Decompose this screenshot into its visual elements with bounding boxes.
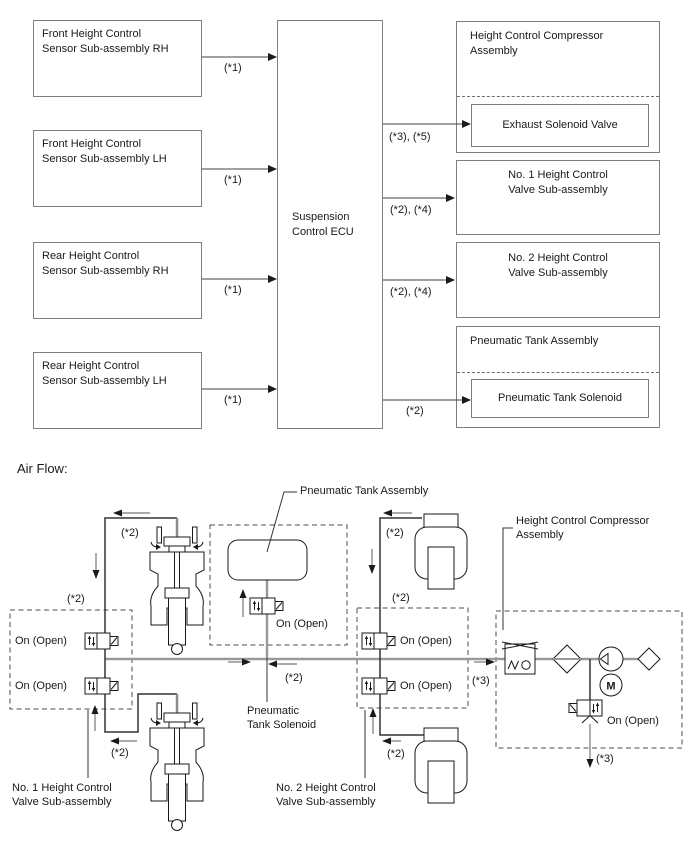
sensor-box-rear-lh: Rear Height Control Sensor Sub-assembly … (33, 352, 202, 429)
compressor-leader (502, 527, 513, 630)
flow-note2-a: (*2) (121, 527, 139, 539)
valve2-dashed-box (356, 607, 469, 709)
valve1-top-state: On (Open) (15, 635, 67, 647)
tank-solenoid-valve (249, 597, 284, 615)
air-flow-heading: Air Flow: (17, 461, 68, 476)
sensor-wire-arrowheads (268, 53, 277, 393)
flow-note3-a: (*3) (472, 675, 490, 687)
sensor-box-front-rh: Front Height Control Sensor Sub-assembly… (33, 20, 202, 97)
front-strut-upper (148, 516, 206, 656)
motor-symbol (599, 673, 623, 697)
flow-note2-e: (*2) (392, 592, 410, 604)
valve1-top-solenoid (84, 632, 119, 650)
valve1-box-label: No. 1 Height Control Valve Sub-assembly (508, 169, 608, 196)
wire-label-tank: (*2) (406, 405, 424, 417)
valve1-callout: No. 1 Height Control Valve Sub-assembly (12, 782, 112, 809)
tank-assembly-callout: Pneumatic Tank Assembly (300, 485, 429, 497)
callout-leader-lines (87, 491, 513, 778)
flow-note2-b: (*2) (67, 593, 85, 605)
wire-label-sensor-3: (*1) (224, 284, 242, 296)
exhaust-port-mark (581, 714, 599, 724)
valve1-bottom-state: On (Open) (15, 680, 67, 692)
valve2-box: No. 2 Height Control Valve Sub-assembly (456, 242, 660, 318)
sensor-box-rear-rh-label: Rear Height Control Sensor Sub-assembly … (42, 250, 169, 277)
valve2-callout: No. 2 Height Control Valve Sub-assembly (276, 782, 376, 809)
valve2-top-solenoid (361, 632, 396, 650)
ecu-wire-arrowheads (446, 120, 471, 404)
valve2-box-label: No. 2 Height Control Valve Sub-assembly (508, 252, 608, 279)
wire-label-valve2: (*2), (*4) (390, 286, 432, 298)
branch-pipes (104, 517, 591, 736)
flow-note2-c: (*2) (111, 747, 129, 759)
exhaust-solenoid-state: On (Open) (607, 715, 659, 727)
tank-dashed-box (209, 524, 348, 646)
valve1-box: No. 1 Height Control Valve Sub-assembly (456, 160, 660, 235)
intake-diamond (637, 647, 661, 671)
sensor-box-rear-lh-label: Rear Height Control Sensor Sub-assembly … (42, 360, 167, 387)
valve2-bottom-solenoid (361, 677, 396, 695)
valve2-top-state: On (Open) (400, 635, 452, 647)
wire-label-sensor-1: (*1) (224, 62, 242, 74)
flow-note2-g: (*2) (285, 672, 303, 684)
compressor-callout: Height Control Compressor Assembly (516, 515, 650, 542)
flow-arrowheads (91, 509, 594, 768)
compressor-assembly-title: Height Control Compressor Assembly (470, 30, 604, 57)
flow-note2-f: (*2) (387, 748, 405, 760)
sensor-box-front-lh: Front Height Control Sensor Sub-assembly… (33, 130, 202, 207)
tank-assembly-title: Pneumatic Tank Assembly (470, 335, 599, 347)
dryer-symbol (504, 643, 536, 675)
tank-leader (266, 491, 297, 553)
valve1-bottom-solenoid (84, 677, 119, 695)
ecu-label: Suspension Control ECU (292, 210, 354, 238)
ecu-box: Suspension Control ECU (277, 20, 383, 429)
flow-note2-d: (*2) (386, 527, 404, 539)
flow-arrows (94, 512, 591, 760)
ecu-output-wires (383, 123, 462, 401)
pneumatic-tank-solenoid-box: Pneumatic Tank Solenoid (471, 379, 649, 418)
tank-solenoid-callout: Pneumatic Tank Solenoid (247, 705, 317, 732)
pump-symbol (598, 646, 624, 672)
compressor-internals: M (501, 641, 661, 724)
wire-label-exhaust: (*3), (*5) (389, 131, 431, 143)
sensor-box-rear-rh: Rear Height Control Sensor Sub-assembly … (33, 242, 202, 319)
flow-note3-b: (*3) (596, 753, 614, 765)
exhaust-solenoid-valve-box: Exhaust Solenoid Valve (471, 104, 649, 147)
valve2-bottom-state: On (Open) (400, 680, 452, 692)
valve1-branch-pipe (104, 517, 177, 733)
rear-spring-lower (414, 727, 468, 804)
exhaust-solenoid-valve-label: Exhaust Solenoid Valve (502, 119, 618, 132)
valve2-branch-pipe (379, 517, 424, 736)
front-strut-lower (148, 692, 206, 832)
tank-dashed-separator (457, 372, 659, 373)
pneumatic-tank-solenoid-label: Pneumatic Tank Solenoid (498, 392, 622, 405)
sensor-box-front-rh-label: Front Height Control Sensor Sub-assembly… (42, 28, 169, 55)
sensor-to-ecu-wires (202, 56, 268, 390)
rear-spring-upper (414, 513, 468, 590)
motor-letter: M (606, 681, 615, 693)
wire-label-sensor-4: (*1) (224, 394, 242, 406)
exhaust-solenoid-valve-symbol (568, 699, 603, 717)
compressor-dashed-box (495, 610, 683, 749)
sensor-box-front-lh-label: Front Height Control Sensor Sub-assembly… (42, 138, 167, 165)
compressor-dashed-separator (457, 96, 659, 97)
tank-solenoid-state: On (Open) (276, 618, 328, 630)
pneumatic-tank (227, 539, 308, 581)
wire-label-valve1: (*2), (*4) (390, 204, 432, 216)
wire-label-sensor-2: (*1) (224, 174, 242, 186)
